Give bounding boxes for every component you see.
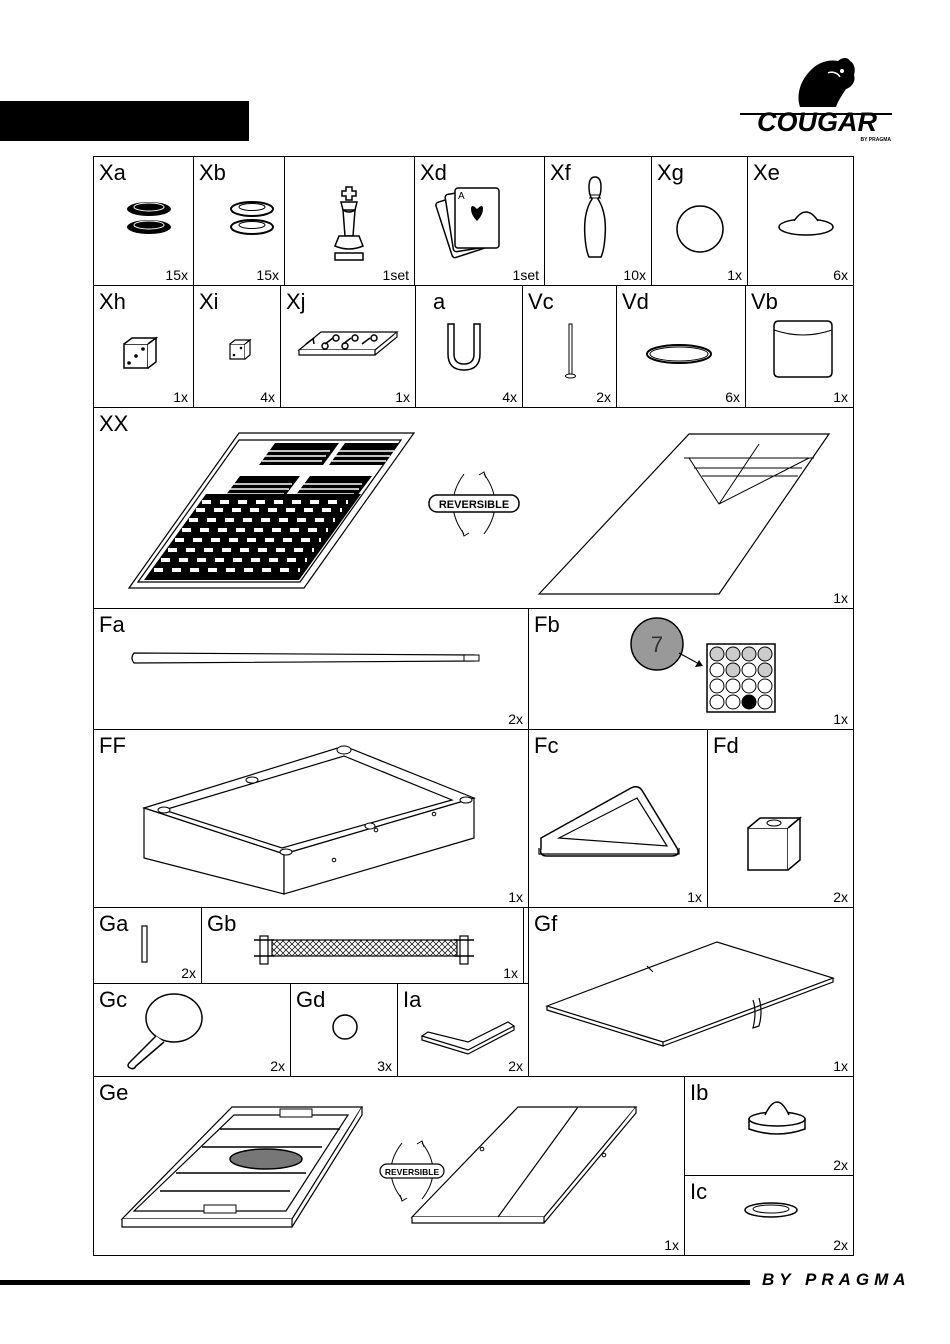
reversible-label: REVERSIBLE: [385, 1167, 440, 1177]
cougar-logo: COUGAR BY PRAGMA: [738, 55, 896, 145]
part-a: a 4x: [415, 285, 523, 408]
part-vc: Vc 2x: [522, 285, 617, 408]
cue-stick-icon: [94, 609, 530, 731]
part-quantity: 15x: [256, 267, 279, 283]
part-quantity: 3x: [377, 1058, 392, 1074]
part-ib: Ib 2x: [684, 1076, 854, 1176]
part-gb: Gb 1x: [201, 907, 524, 984]
table-top-panel-icon: [529, 908, 855, 1078]
part-quantity: 1x: [727, 267, 742, 283]
part-quantity: 6x: [833, 267, 848, 283]
part-xe: Xe 6x: [747, 156, 854, 286]
part-quantity: 1set: [513, 267, 539, 283]
table-tennis-net-icon: [202, 908, 525, 985]
air-hockey-board-icon: REVERSIBLE: [94, 1077, 686, 1257]
part-quantity: 4x: [502, 389, 517, 405]
part-xi: Xi 4x: [193, 285, 281, 408]
part-ga: Ga 2x: [93, 907, 202, 984]
part-ia: Ia 2x: [397, 983, 529, 1077]
puck-icon: [685, 1176, 855, 1257]
part-quantity: 1x: [173, 389, 188, 405]
part-vd: Vd 6x: [616, 285, 746, 408]
part-xa: Xa 15x: [93, 156, 194, 286]
logo-brand-text: COUGAR: [757, 107, 877, 137]
header-black-bar: [0, 101, 249, 141]
part-fc: Fc 1x: [528, 729, 708, 908]
part-gc: Gc 2x: [93, 983, 291, 1077]
parts-grid: Xa 15x Xb 15x 1set Xd: [93, 156, 854, 1256]
part-xg: Xg 1x: [651, 156, 748, 286]
part-xj: Xj 1x: [280, 285, 416, 408]
part-xb: Xb 15x: [193, 156, 285, 286]
part-quantity: 1x: [687, 889, 702, 905]
part-quantity: 10x: [623, 267, 646, 283]
part-ff: FF 1x: [93, 729, 529, 908]
part-fa: Fa 2x: [93, 608, 529, 730]
part-xf: Xf 10x: [544, 156, 652, 286]
part-quantity: 2x: [270, 1058, 285, 1074]
part-fd: Fd 2x: [707, 729, 854, 908]
logo-sub-text: BY PRAGMA: [861, 137, 892, 143]
part-quantity: 15x: [165, 267, 188, 283]
card-rank-text: A: [458, 191, 465, 202]
part-quantity: 1x: [503, 965, 518, 981]
part-ge: Ge REVERSIBLE: [93, 1076, 685, 1256]
part-quantity: 1x: [833, 711, 848, 727]
part-quantity: 2x: [508, 1058, 523, 1074]
part-quantity: 2x: [833, 1157, 848, 1173]
part-quantity: 1x: [833, 1058, 848, 1074]
chalk-cube-icon: [708, 730, 855, 909]
part-quantity: 1x: [833, 389, 848, 405]
part-quantity: 2x: [596, 389, 611, 405]
part-xd: Xd A 1set: [414, 156, 545, 286]
reversible-game-board-icon: REVERSIBLE: [94, 408, 855, 610]
part-chess: 1set: [284, 156, 415, 286]
part-quantity: 1x: [508, 889, 523, 905]
footer-brand-text: BY PRAGMA: [762, 1270, 911, 1290]
billiard-balls-icon: 7: [529, 609, 855, 731]
part-ic: Ic 2x: [684, 1175, 854, 1256]
part-quantity: 2x: [508, 711, 523, 727]
part-quantity: 6x: [725, 389, 740, 405]
reversible-label: REVERSIBLE: [439, 499, 509, 511]
part-quantity: 2x: [181, 965, 196, 981]
pool-table-frame-icon: [94, 730, 530, 909]
part-xh: Xh 1x: [93, 285, 194, 408]
part-quantity: 2x: [833, 1237, 848, 1253]
part-vb: Vb 1x: [745, 285, 854, 408]
part-xx: XX: [93, 407, 854, 609]
ball-rack-icon: [529, 730, 709, 909]
ball-number-text: 7: [651, 632, 663, 657]
part-quantity: 1x: [833, 590, 848, 606]
part-quantity: 1set: [383, 267, 409, 283]
part-gd: Gd 3x: [290, 983, 398, 1077]
air-hockey-pusher-icon: [685, 1077, 855, 1177]
part-quantity: 4x: [260, 389, 275, 405]
part-gf: Gf 1x: [528, 907, 854, 1077]
footer-rule: [0, 1280, 750, 1285]
paddle-icon: [94, 984, 292, 1078]
part-quantity: 2x: [833, 889, 848, 905]
part-quantity: 1x: [664, 1237, 679, 1253]
part-fb: Fb 7 1x: [528, 608, 854, 730]
part-quantity: 1x: [395, 389, 410, 405]
